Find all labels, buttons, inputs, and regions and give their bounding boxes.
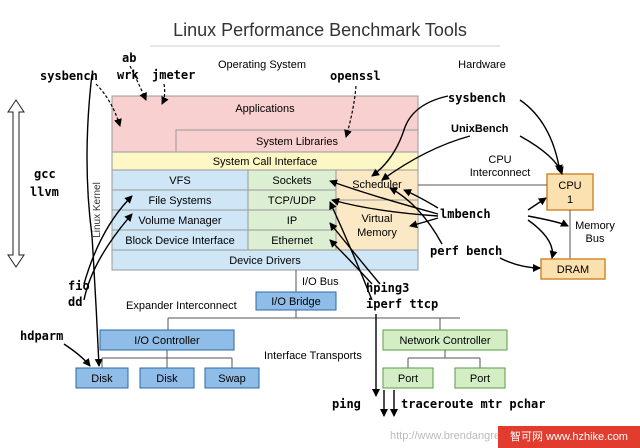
arrow-lmbench-sockets bbox=[329, 179, 439, 215]
tool-iperf-ttcp: iperf ttcp bbox=[366, 297, 438, 311]
tool-hdparm: hdparm bbox=[20, 329, 63, 343]
dram-box bbox=[540, 258, 606, 280]
dashed-arrows bbox=[95, 65, 357, 138]
tool-lmbench: lmbench bbox=[440, 207, 491, 221]
port1-text: Port bbox=[398, 373, 418, 385]
arrow-lmbench-dram bbox=[527, 219, 558, 259]
io-controller-text: I/O Controller bbox=[134, 335, 200, 347]
tool-sysbench-right: sysbench bbox=[448, 91, 506, 105]
dram-text: DRAM bbox=[557, 264, 589, 276]
disk1-text: Disk bbox=[91, 373, 113, 385]
port1-box bbox=[382, 367, 434, 389]
swap-box bbox=[204, 367, 260, 389]
arrow-dd-volume bbox=[83, 213, 133, 301]
tool-jmeter: jmeter bbox=[152, 68, 195, 82]
site-watermark: 智可网 www.hzhike.com bbox=[498, 426, 640, 448]
arrow-hping3-ip bbox=[329, 222, 381, 285]
tool-traceroute-mtr-pchar: traceroute mtr pchar bbox=[401, 397, 546, 411]
arrow-lmbench-tcp bbox=[331, 197, 439, 217]
arrow-unixbench-scheduler bbox=[381, 135, 471, 181]
arrow-hdparm-disk bbox=[63, 343, 91, 367]
sockets-text: Sockets bbox=[272, 175, 312, 187]
arrow-openssl-libs bbox=[344, 85, 357, 138]
device-drivers-text: Device Drivers bbox=[229, 255, 301, 267]
swap-text: Swap bbox=[218, 373, 246, 385]
tool-perf-bench: perf bench bbox=[430, 244, 502, 258]
tool-dd: dd bbox=[68, 295, 82, 309]
arrow-perf-scheduler bbox=[389, 187, 443, 245]
os-label: Operating System bbox=[218, 59, 306, 71]
arrow-sysbench-disk bbox=[86, 73, 103, 367]
vfs-text: VFS bbox=[169, 175, 190, 187]
volume-manager-text: Volume Manager bbox=[138, 215, 221, 227]
cpu-box bbox=[546, 173, 594, 211]
tool-gcc: gcc bbox=[34, 167, 56, 181]
tool-unixbench: UnixBench bbox=[451, 123, 509, 135]
ethernet-text: Ethernet bbox=[271, 235, 313, 247]
block-device-text: Block Device Interface bbox=[125, 235, 234, 247]
io-bridge-text: I/O Bridge bbox=[271, 296, 321, 308]
arrow-perf-dram bbox=[499, 257, 541, 272]
arrow-lmbench-cpu bbox=[527, 197, 547, 211]
tool-hping3: hping3 bbox=[366, 281, 409, 295]
syscall-text: System Call Interface bbox=[213, 156, 318, 168]
scheduler-text: Scheduler bbox=[352, 179, 402, 191]
ip-text: IP bbox=[287, 215, 297, 227]
tool-sysbench-left: sysbench bbox=[40, 69, 98, 83]
arrow-hping3-ethernet bbox=[329, 239, 373, 285]
system-libraries-text: System Libraries bbox=[256, 136, 338, 148]
linux-kernel-label: Linux Kernel bbox=[92, 182, 103, 238]
arrow-lmbench-membus bbox=[527, 215, 569, 227]
hardware-label: Hardware bbox=[458, 59, 506, 71]
arrow-sysbench-scheduler bbox=[371, 95, 449, 177]
tcp-udp-text: TCP/UDP bbox=[268, 195, 316, 207]
tool-ping: ping bbox=[332, 397, 361, 411]
tool-wrk: wrk bbox=[117, 68, 139, 82]
arrow-fio-filesystems bbox=[83, 195, 133, 285]
stack-range-arrow bbox=[7, 99, 25, 268]
arrow-sysbench-cpu bbox=[519, 99, 563, 173]
arrow-lmbench-scheduler bbox=[403, 189, 439, 209]
interface-transports-label: Interface Transports bbox=[264, 350, 362, 362]
arrow-jmeter-apps bbox=[161, 83, 169, 105]
footer-credit: http://www.brendangre bbox=[390, 430, 501, 442]
diagram-title: Linux Performance Benchmark Tools bbox=[173, 20, 467, 40]
solid-arrows bbox=[63, 73, 569, 417]
disk2-text: Disk bbox=[156, 373, 178, 385]
port2-text: Port bbox=[470, 373, 490, 385]
device-drivers-layer bbox=[111, 249, 419, 271]
applications-text: Applications bbox=[235, 103, 295, 115]
virtual-memory-layer bbox=[335, 199, 419, 251]
file-systems-text: File Systems bbox=[149, 195, 212, 207]
arrow-unixbench-cpu bbox=[519, 135, 564, 175]
disk1-box bbox=[75, 367, 129, 389]
network-controller-text: Network Controller bbox=[399, 335, 490, 347]
io-bus-label: I/O Bus bbox=[302, 276, 339, 288]
tool-llvm: llvm bbox=[30, 185, 59, 199]
tool-ab: ab bbox=[122, 51, 136, 65]
port2-box bbox=[454, 367, 506, 389]
arrow-iperf-tcp bbox=[329, 201, 373, 301]
arrow-lmbench-vm bbox=[409, 217, 439, 229]
disk2-box bbox=[139, 367, 195, 389]
tool-openssl: openssl bbox=[330, 69, 381, 83]
expander-label: Expander Interconnect bbox=[126, 300, 237, 312]
